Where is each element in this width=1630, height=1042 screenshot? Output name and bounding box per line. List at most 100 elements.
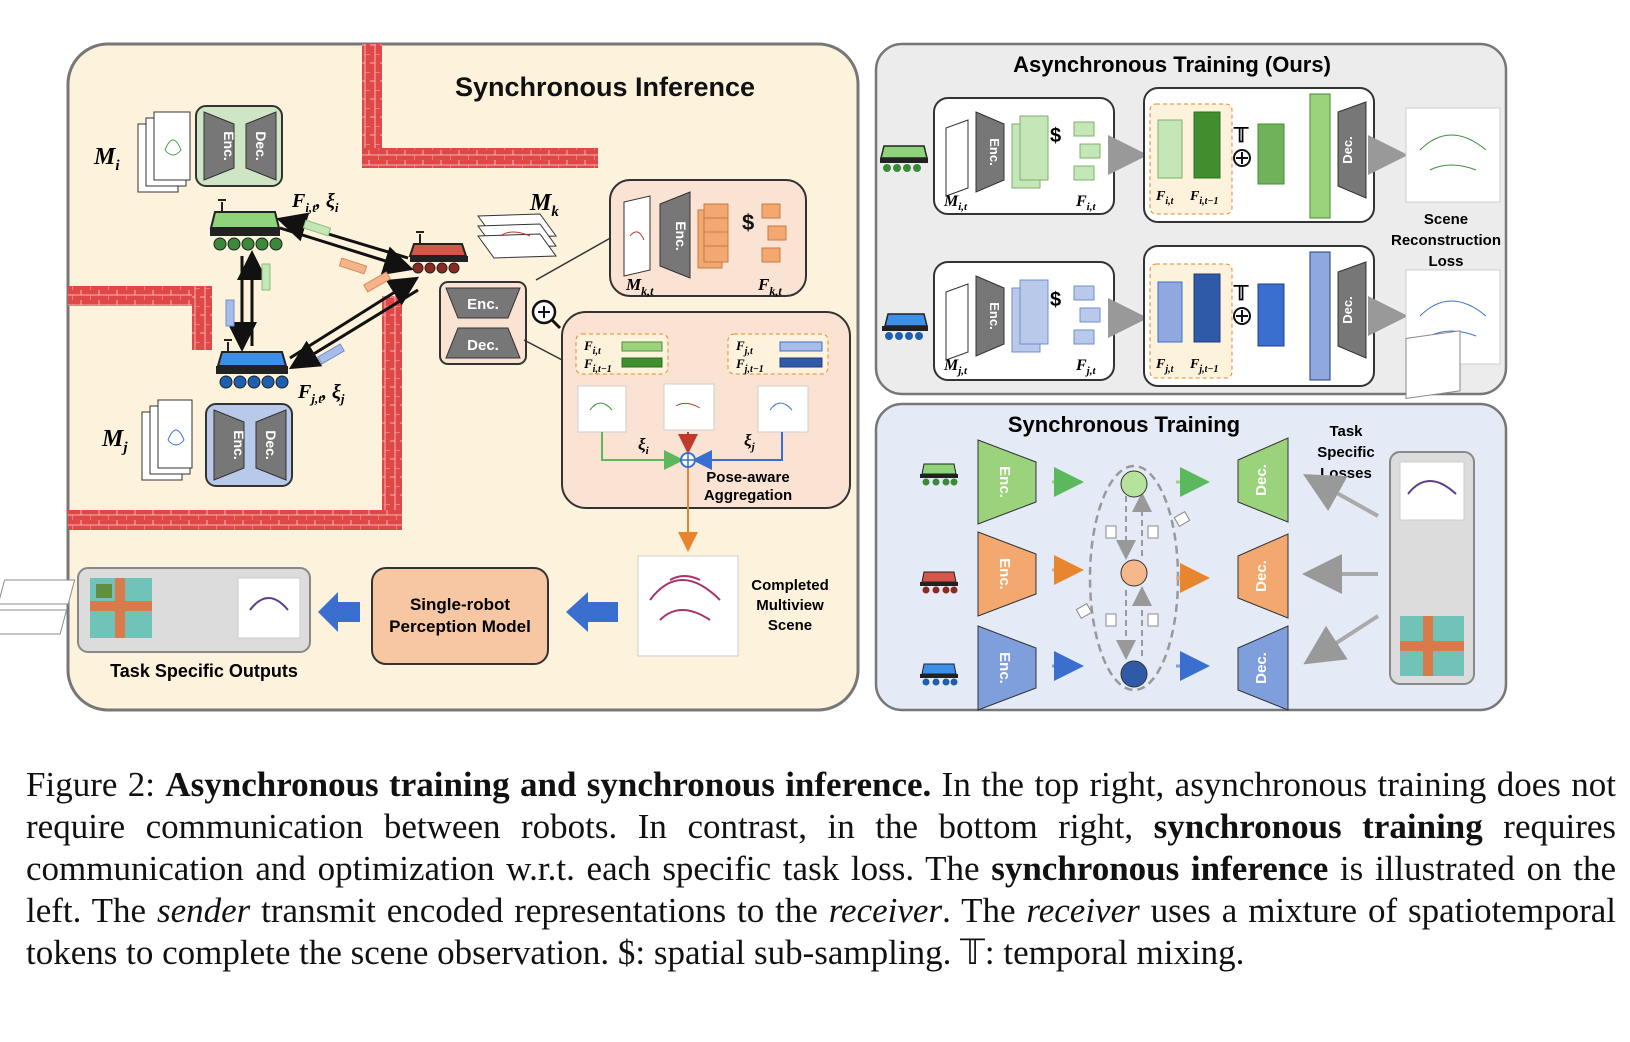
map-stack-i <box>137 111 191 193</box>
async-sampling-j: $ <box>1050 289 1061 311</box>
svg-text:Fi,t, ξi: Fi,t, ξi <box>291 190 339 215</box>
svg-text:Fi,t: Fi,t <box>1075 193 1096 213</box>
sync-decoder-orange <box>1237 533 1289 619</box>
feat-sub-i: i,t <box>305 200 316 215</box>
sync-robot-green <box>920 463 958 486</box>
sync-decoder-blue <box>1237 625 1289 711</box>
agg-xi-j-sub: j <box>750 441 756 453</box>
async-feat-sub-i: i,t <box>1087 201 1097 213</box>
arrow-to-outputs <box>318 592 360 632</box>
async-sampling-i: $ <box>1050 125 1061 147</box>
sync-title: Synchronous Training <box>1008 412 1240 437</box>
caption-bold2: synchronous training <box>1153 807 1483 846</box>
caption-prefix: Figure 2: <box>26 765 166 804</box>
losses-line3: Losses <box>1320 465 1372 482</box>
feat-sub-j: j,t <box>309 391 322 406</box>
svg-text:Fi,t−1: Fi,t−1 <box>1189 189 1218 207</box>
robot-j-small-icon <box>882 313 928 340</box>
zoom-icon <box>531 299 562 330</box>
async-temporal-j: 𝕋 <box>1233 283 1249 305</box>
async-temporal-i: 𝕋 <box>1233 125 1249 147</box>
zoom-out-label: F <box>757 275 770 294</box>
robot-j-icon <box>216 339 289 389</box>
async-in-sub-j: j,t <box>956 365 968 377</box>
svg-text:Mj,t: Mj,t <box>943 357 968 377</box>
perception-line1: Single-robot <box>410 595 510 614</box>
completed-line3: Scene <box>768 617 812 634</box>
map-stack-k <box>477 213 557 259</box>
agg-label-line2: Aggregation <box>704 487 792 504</box>
sync-enc-label-3: Enc. <box>996 652 1013 684</box>
svg-text:Mi,t: Mi,t <box>943 193 968 213</box>
task-outputs-stack <box>1389 330 1475 685</box>
perception-line2: Perception Model <box>389 617 531 636</box>
completed-line2: Multiview <box>756 597 824 614</box>
enc-dec-j: Enc. Dec. <box>205 403 293 487</box>
enc-dec-k: Enc. Dec. <box>439 281 527 365</box>
loss-line2: Reconstruction <box>1391 232 1501 249</box>
task-outputs-box <box>0 567 311 653</box>
brick-walls <box>68 44 598 530</box>
caption-bold1: Asynchronous training and synchronous in… <box>165 765 932 804</box>
enc-label-j: Enc. <box>231 430 247 460</box>
perception-model-box: Single-robot Perception Model <box>371 567 549 665</box>
outputs-label: Task Specific Outputs <box>110 661 298 681</box>
completed-scene-image <box>637 555 739 657</box>
zoom-in-sub: k,t <box>641 284 654 298</box>
communication-arrows <box>227 212 420 370</box>
map-sub-i: i <box>115 158 120 174</box>
caption-it2: receiver <box>828 891 943 930</box>
async-feat-sub-j: j,t <box>1085 365 1097 377</box>
svg-text:Fj,t−1: Fj,t−1 <box>735 356 764 375</box>
svg-text:Mi: Mi <box>93 144 120 174</box>
zoom-out-sub: k,t <box>769 284 782 298</box>
async-enc-i: Enc. <box>987 138 1002 165</box>
svg-text:Fj,t: Fj,t <box>735 338 754 357</box>
sync-encoder-orange <box>977 531 1037 617</box>
sync-robot-blue <box>920 663 958 686</box>
agg-fi-t1: F <box>583 356 593 371</box>
agg-xi-i-sub: i <box>646 445 650 457</box>
svg-text:ξi: ξi <box>638 435 650 457</box>
pose-sub-i: i <box>335 200 339 215</box>
svg-text:ξj: ξj <box>744 431 756 453</box>
figure-caption: Figure 2: Asynchronous training and sync… <box>26 764 1616 974</box>
caption-t6: uses a mixture of spatiotemporal tokens … <box>26 891 1616 972</box>
agg-fi-t: F <box>583 338 593 353</box>
token-bars <box>225 219 391 365</box>
loss-line1: Scene <box>1424 211 1468 228</box>
arrow-to-perception <box>566 592 618 632</box>
sync-encoder-blue <box>977 625 1037 711</box>
caption-t2: requires communication and optimization … <box>26 807 1617 888</box>
enc-dec-i: Enc. Dec. <box>195 105 283 187</box>
sync-dec-label-1: Dec. <box>1253 464 1270 496</box>
agg-label-line1: Pose-aware <box>706 469 789 486</box>
async-row-j: Enc. $ Mj,t Fj,t Fj,t Fj,t−1 𝕋 Dec. <box>882 245 1501 387</box>
left-panel-title: Synchronous Inference <box>455 72 755 102</box>
sync-enc-label-2: Enc. <box>996 558 1013 590</box>
svg-text:Mk: Mk <box>529 190 559 220</box>
feat-label-i: F <box>291 190 306 212</box>
caption-t3: is illustrated on the left. The <box>26 849 1617 930</box>
sync-dec-label-2: Dec. <box>1253 560 1270 592</box>
zoom-in-label: M <box>625 275 642 294</box>
agg-xi-i: ξ <box>638 435 646 454</box>
async-dec-i: Dec. <box>1340 136 1355 163</box>
map-stack-j <box>141 399 193 481</box>
async-enc-j: Enc. <box>987 302 1002 329</box>
dec-label-j: Dec. <box>263 430 279 460</box>
feat-label-j: F <box>297 381 312 403</box>
sync-enc-label-1: Enc. <box>996 466 1013 498</box>
async-t1-sub-j: j,t−1 <box>1197 364 1218 375</box>
async-t-sub-j: j,t <box>1163 364 1174 375</box>
svg-text:Mj: Mj <box>101 426 128 456</box>
pose-sub-j: j <box>339 391 345 406</box>
map-sub-k: k <box>551 204 559 220</box>
losses-line1: Task <box>1329 423 1363 440</box>
svg-text:Fj,t: Fj,t <box>1075 357 1096 377</box>
svg-text:Fi,t−1: Fi,t−1 <box>583 356 612 375</box>
sync-dec-label-3: Dec. <box>1253 652 1270 684</box>
svg-text:Fj,t: Fj,t <box>1155 357 1175 375</box>
sync-robot-red <box>920 571 958 594</box>
agg-fj-t1: F <box>735 356 745 371</box>
